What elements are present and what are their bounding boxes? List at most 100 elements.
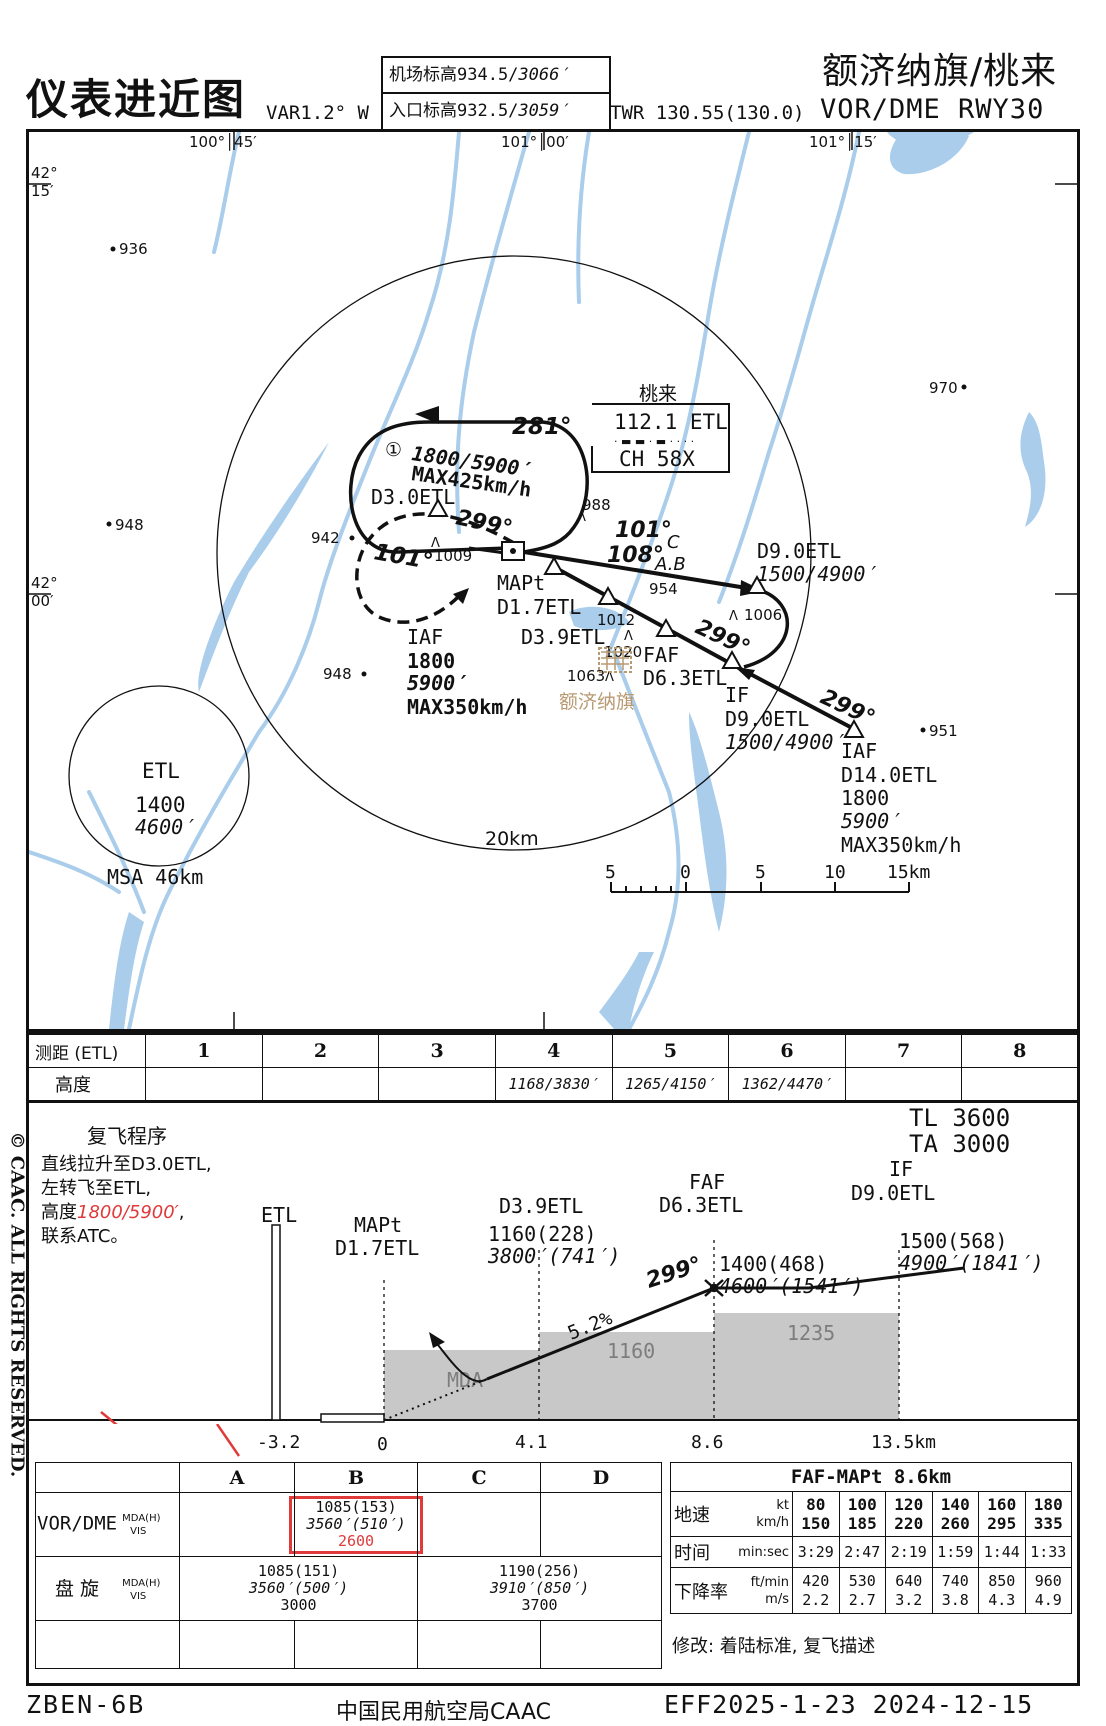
time-value: 1:44 — [978, 1536, 1026, 1569]
spot-height: 1006 — [744, 606, 782, 624]
scale-tick: 15km — [887, 862, 930, 883]
msa-label: MSA 46km — [107, 865, 203, 889]
dist-label: 4.1 — [515, 1432, 548, 1453]
reversal-course: 101° — [372, 539, 435, 575]
chart-id: ZBEN-6B — [26, 1690, 146, 1719]
profile-distance-row: -3.2 0 4.1 8.6 13.5km — [26, 1423, 1080, 1458]
holding-outbound-course: 281° — [512, 414, 572, 440]
profile-view: MDA 1160 1235 ETL 5.2% 299° MAPt D1.7ETL… — [26, 1100, 1080, 1509]
if-name: IF — [725, 683, 749, 707]
mapt-name: MAPt — [497, 571, 545, 595]
course-101: 101° — [615, 518, 672, 543]
dme-col: 6 — [728, 1033, 846, 1068]
outbound-track — [523, 550, 760, 592]
descent-path-dotted — [383, 1378, 488, 1421]
dme-row-label: 测距 (ETL) — [27, 1033, 146, 1068]
cat-header-d: D — [540, 1462, 662, 1493]
holding-note-number: ① — [385, 439, 402, 461]
msa-altitude-ft: 4600′ — [135, 815, 195, 839]
missed-approach-line2: 左转飞至ETL, — [41, 1178, 151, 1199]
cat-header-a: A — [179, 1462, 295, 1493]
fix-triangles — [427, 497, 865, 738]
unit-ft-min: ft/min — [750, 1574, 789, 1590]
obstacle-icon: Λ — [624, 629, 633, 644]
dist-label: 13.5km — [871, 1432, 936, 1453]
profile-if: IF — [889, 1157, 913, 1181]
dme-col: 3 — [378, 1033, 496, 1068]
dme-alt — [145, 1067, 263, 1102]
msa-altitude-m: 1400 — [135, 793, 186, 817]
profile-d39-alt: 1160(228) — [488, 1222, 596, 1246]
obstacle-icon: Λ — [431, 536, 440, 551]
inbound-leg — [468, 546, 506, 555]
profile-etl: ETL — [261, 1203, 297, 1227]
time-unit: min:sec — [732, 1536, 793, 1569]
step-alt-1235: 1235 — [787, 1321, 835, 1345]
course-108: 108° — [607, 543, 664, 568]
if-altitude: 1500/4900′ — [725, 730, 845, 754]
iaf-west-speed: MAX350km/h — [407, 695, 527, 719]
reversal-procedure — [355, 512, 515, 624]
lat-label-15: 15′ — [31, 182, 54, 200]
dme-alt — [261, 1067, 380, 1102]
mapt-distance: D1.7ETL — [497, 595, 581, 619]
dme-alt: 1265/4150′ — [611, 1067, 730, 1102]
fix-guides — [383, 1240, 900, 1420]
iaf-east-name: IAF — [841, 739, 877, 763]
navaid-channel: CH 58X — [619, 447, 695, 471]
distance-axis: -3.2 0 4.1 8.6 13.5km — [215, 1423, 936, 1457]
profile-if-alt: 1500(568) — [899, 1229, 1007, 1253]
iaf-east-alt-m: 1800 — [841, 786, 889, 810]
time-value: 3:29 — [792, 1536, 840, 1569]
town-label: 额济纳旗 — [559, 691, 635, 713]
mda-label: MDA — [447, 1368, 483, 1392]
minima-section — [26, 1458, 1080, 1686]
profile-faf-alt: 1400(468) — [719, 1252, 827, 1276]
circling-ab-minimum: 1085(151) 3560′(500′) 3000 — [179, 1556, 418, 1621]
plan-view-map: 100°│45′ 101°│00′ 101°│15′ 42° 15′ 42° 0… — [29, 132, 1077, 1029]
navaid-morse: · ▬ ▬ · ▬ · · · · — [614, 435, 694, 448]
airport-name: 额济纳旗/桃来 — [822, 51, 1058, 92]
category-c: C — [667, 532, 680, 553]
time-value: 1:33 — [1024, 1536, 1072, 1569]
time-label: 时间 — [670, 1536, 733, 1569]
faf-symbol — [704, 1279, 724, 1297]
transition-level: TL 3600 — [909, 1104, 1010, 1132]
iaf-west-alt-ft: 5900′ — [407, 671, 467, 695]
d90-north-alt: 1500/4900′ — [757, 562, 877, 586]
unit-kt: kt — [776, 1498, 789, 1514]
speed-table-title: FAF-MAPt 8.6km — [670, 1462, 1072, 1492]
holding-inbound-course: 299° — [454, 505, 515, 541]
scale-tick: 5 — [755, 862, 766, 883]
annotation-arrow — [100, 1411, 220, 1509]
etl-station-bar — [271, 1224, 281, 1421]
iaf-east-alt-ft: 5900′ — [841, 809, 901, 833]
profile-course: 299° — [643, 1252, 705, 1293]
spot-height: 951 — [929, 722, 958, 740]
copyright-notice: © CAAC. ALL RIGHTS RESERVED. — [6, 1131, 28, 1478]
terrain-step-1235 — [714, 1313, 899, 1420]
vor-dme-b-minimum-highlight: 1085(153) 3560′(510′) 2600 — [289, 1495, 423, 1554]
lat-label-00: 00′ — [31, 592, 54, 610]
time-value: 2:47 — [838, 1536, 886, 1569]
plan-view: 100°│45′ 101°│00′ 101°│15′ 42° 15′ 42° 0… — [26, 129, 1080, 1032]
spot-heights: 936 970 948 942 948 951 988 Λ 954 1009 Λ… — [106, 240, 967, 740]
category-ab: A.B — [654, 554, 686, 575]
spot-height: 970 — [929, 379, 958, 397]
missed-approach-arrow — [433, 1339, 488, 1383]
dme-col: 4 — [494, 1033, 613, 1068]
dme-col: 7 — [844, 1033, 963, 1068]
circling-cd-minimum: 1190(256) 3910′(850′) 3700 — [417, 1556, 662, 1621]
spot-height: 942 — [311, 529, 340, 547]
spot-height: 948 — [115, 516, 144, 534]
range-ring-20km — [216, 255, 812, 851]
profile-faf-ft: 4600′(1541′) — [719, 1274, 864, 1298]
lon-label-100-45: 100°│45′ — [189, 132, 257, 151]
amendment-note: 修改: 着陆标准, 复飞描述 — [672, 1636, 876, 1657]
missed-approach-line1: 直线拉升至D3.0ETL, — [41, 1154, 212, 1175]
navaid-info-box: 桃来 112.1 ETL · ▬ ▬ · ▬ · · · · CH 58X — [591, 383, 730, 473]
spot-height: 1012 — [597, 611, 635, 629]
dme-alt — [844, 1067, 963, 1102]
dme-col: 8 — [961, 1033, 1079, 1068]
missed-approach-line4: 联系ATC。 — [41, 1226, 128, 1247]
